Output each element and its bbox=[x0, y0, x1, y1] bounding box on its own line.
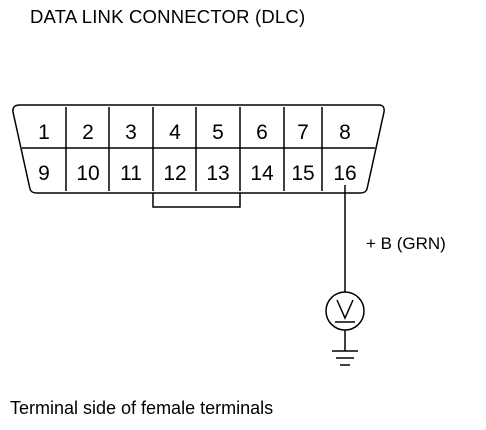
pin-14: 14 bbox=[250, 162, 274, 185]
bottom-row-pins: 9 10 11 12 13 14 15 16 bbox=[38, 162, 357, 185]
pin-3: 3 bbox=[125, 121, 137, 144]
diagram-title: DATA LINK CONNECTOR (DLC) bbox=[30, 6, 306, 27]
connector-outline bbox=[12, 104, 385, 194]
pin-1: 1 bbox=[38, 121, 50, 144]
pin-15: 15 bbox=[291, 162, 314, 185]
voltmeter-icon: V bbox=[325, 291, 365, 331]
pin-9: 9 bbox=[38, 162, 50, 185]
pin-16: 16 bbox=[333, 162, 356, 185]
column-dividers bbox=[65, 107, 323, 191]
pin-12: 12 bbox=[163, 162, 186, 185]
pin-5: 5 bbox=[212, 121, 224, 144]
pin-11: 11 bbox=[120, 162, 142, 185]
pin-2: 2 bbox=[82, 121, 94, 144]
pins-12-13-bracket bbox=[152, 193, 241, 208]
pin-10: 10 bbox=[76, 162, 99, 185]
ground-icon bbox=[332, 350, 358, 366]
pin-6: 6 bbox=[256, 121, 268, 144]
pin-7: 7 bbox=[297, 121, 309, 144]
pin-13: 13 bbox=[206, 162, 229, 185]
pin-4: 4 bbox=[169, 121, 181, 144]
terminal-side-caption: Terminal side of female terminals bbox=[10, 398, 274, 418]
wire-label: + B (GRN) bbox=[366, 234, 446, 253]
pin-8: 8 bbox=[339, 121, 351, 144]
top-row-pins: 1 2 3 4 5 6 7 8 bbox=[38, 121, 351, 144]
